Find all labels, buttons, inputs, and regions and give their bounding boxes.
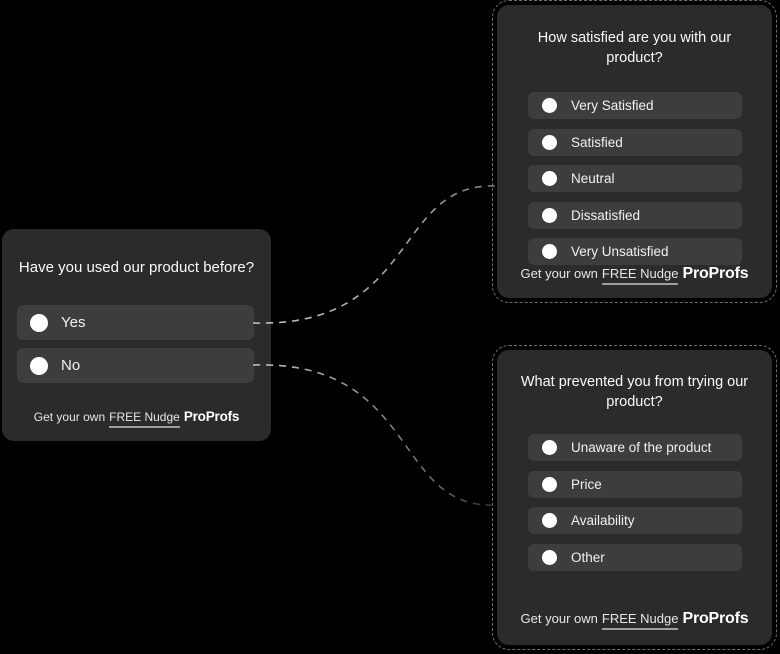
- card-prevented-question: What prevented you from trying our produ…: [492, 345, 777, 650]
- question-title: How satisfied are you with our product?: [537, 30, 732, 66]
- option-label: Very Satisfied: [571, 98, 654, 113]
- connector-no-to-prevented: [252, 364, 497, 506]
- option-availability[interactable]: Availability: [528, 507, 742, 534]
- free-nudge-link[interactable]: FREE Nudge: [601, 266, 679, 285]
- option-label: Neutral: [571, 171, 615, 186]
- option-label: Price: [571, 476, 602, 492]
- card-satisfaction-question: How satisfied are you with our product? …: [492, 0, 777, 303]
- option-label: No: [61, 357, 81, 374]
- footer-prefix: Get your own: [520, 611, 598, 626]
- proprofs-logo: ProProfs: [183, 409, 240, 424]
- option-label: Unaware of the product: [571, 440, 712, 455]
- options-list: Very Satisfied Satisfied Neutral Dissati…: [528, 92, 742, 265]
- free-nudge-link[interactable]: FREE Nudge: [601, 611, 679, 630]
- radio-icon: [542, 440, 557, 455]
- option-label: Other: [571, 549, 605, 565]
- radio-icon: [542, 134, 557, 150]
- radio-icon: [542, 207, 557, 223]
- connector-yes-to-satisfaction: [252, 185, 497, 324]
- radio-icon: [30, 356, 48, 375]
- branding-footer: Get your own FREE Nudge ProProfs: [2, 409, 271, 428]
- option-very-satisfied[interactable]: Very Satisfied: [528, 92, 742, 119]
- option-label: Dissatisfied: [571, 207, 641, 223]
- footer-prefix: Get your own: [520, 266, 598, 281]
- question-title: Have you used our product before?: [18, 259, 255, 276]
- option-yes[interactable]: Yes: [17, 305, 254, 340]
- radio-icon: [542, 549, 557, 565]
- proprofs-logo: ProProfs: [682, 610, 749, 627]
- option-neutral[interactable]: Neutral: [528, 165, 742, 192]
- option-price[interactable]: Price: [528, 470, 742, 498]
- options-list: Unaware of the product Price Availabilit…: [528, 434, 742, 571]
- branding-footer: Get your own FREE Nudge ProProfs: [497, 265, 772, 285]
- option-label: Availability: [571, 513, 635, 528]
- free-nudge-link[interactable]: FREE Nudge: [109, 410, 180, 428]
- option-no[interactable]: No: [17, 348, 254, 383]
- radio-icon: [542, 98, 557, 113]
- option-label: Yes: [61, 314, 86, 331]
- radio-icon: [542, 244, 557, 259]
- branding-footer: Get your own FREE Nudge ProProfs: [497, 610, 772, 630]
- radio-icon: [542, 513, 557, 528]
- option-satisfied[interactable]: Satisfied: [528, 128, 742, 156]
- option-label: Satisfied: [571, 134, 623, 150]
- radio-icon: [542, 171, 557, 186]
- radio-icon: [30, 313, 48, 332]
- card-start-question: Have you used our product before? Yes No…: [2, 229, 271, 441]
- proprofs-logo: ProProfs: [682, 265, 749, 282]
- question-title: What prevented you from trying our produ…: [520, 374, 749, 410]
- radio-icon: [542, 476, 557, 492]
- option-dissatisfied[interactable]: Dissatisfied: [528, 201, 742, 229]
- option-very-unsatisfied[interactable]: Very Unsatisfied: [528, 238, 742, 265]
- option-label: Very Unsatisfied: [571, 244, 669, 259]
- options-list: Yes No: [17, 305, 254, 383]
- option-unaware[interactable]: Unaware of the product: [528, 434, 742, 461]
- footer-prefix: Get your own: [33, 410, 106, 424]
- option-other[interactable]: Other: [528, 543, 742, 571]
